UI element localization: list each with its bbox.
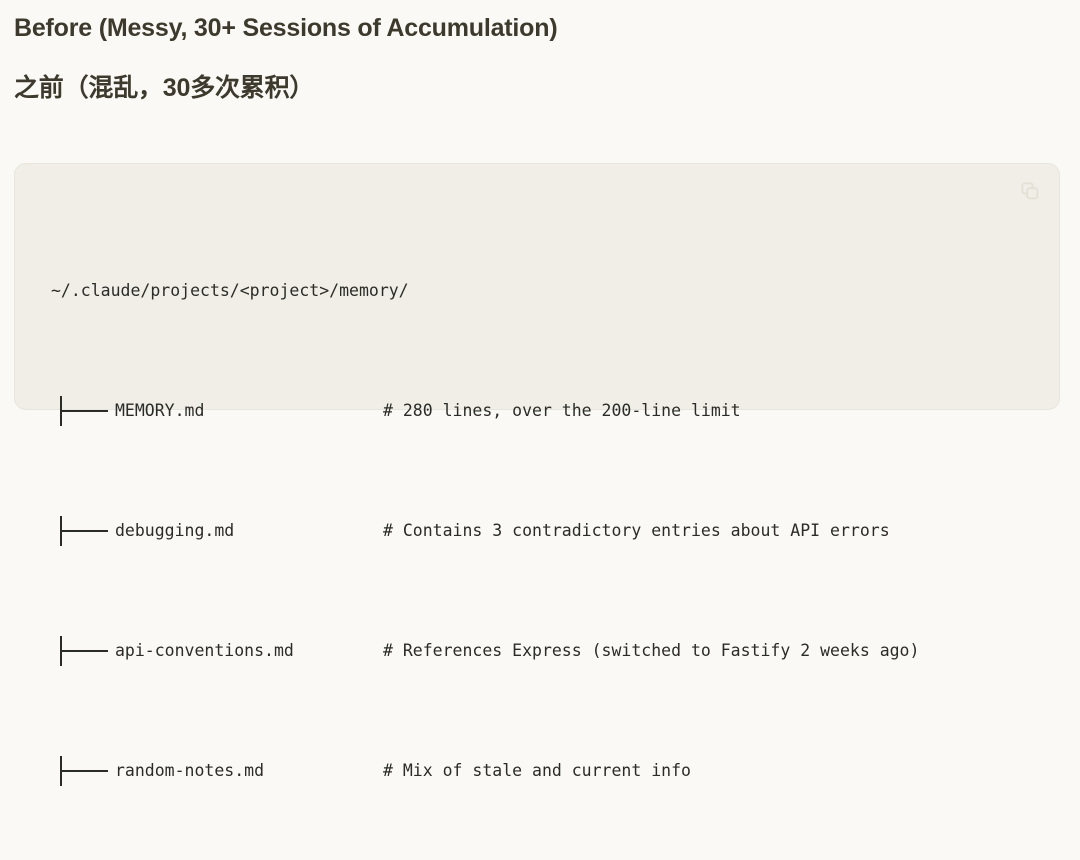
tree-file-comment: # Mix of stale and current info xyxy=(383,761,691,780)
tree-file-name: random-notes.md xyxy=(115,761,265,780)
page-title-english: Before (Messy, 30+ Sessions of Accumulat… xyxy=(14,14,558,42)
tree-branch-icon xyxy=(51,636,111,666)
code-block: ~/.claude/projects/<project>/memory/ MEM… xyxy=(14,163,1060,786)
tree-entry-row: MEMORY.md # 280 lines, over the 200-line… xyxy=(51,396,1039,426)
tree-branch-icon xyxy=(51,396,111,426)
tree-file-name: MEMORY.md xyxy=(115,401,205,420)
page-root: Before (Messy, 30+ Sessions of Accumulat… xyxy=(14,14,1060,786)
tree-entry-row: api-conventions.md # References Express … xyxy=(51,636,1039,666)
directory-tree: ~/.claude/projects/<project>/memory/ MEM… xyxy=(51,186,1039,860)
tree-entry-row: random-notes.md # Mix of stale and curre… xyxy=(51,756,1039,786)
tree-file-name: debugging.md xyxy=(115,521,235,540)
tree-file-name: api-conventions.md xyxy=(115,641,294,660)
tree-branch-icon xyxy=(51,516,111,546)
tree-branch-icon xyxy=(51,756,111,786)
copy-icon xyxy=(1020,181,1040,201)
tree-file-comment: # 280 lines, over the 200-line limit xyxy=(383,401,741,420)
copy-button[interactable] xyxy=(1015,176,1045,206)
page-title-chinese: 之前（混乱，30多次累积） xyxy=(14,74,315,102)
tree-file-comment: # References Express (switched to Fastif… xyxy=(383,641,920,660)
tree-file-comment: # Contains 3 contradictory entries about… xyxy=(383,521,890,540)
tree-root-path: ~/.claude/projects/<project>/memory/ xyxy=(51,281,409,300)
tree-entry-row: debugging.md # Contains 3 contradictory … xyxy=(51,516,1039,546)
